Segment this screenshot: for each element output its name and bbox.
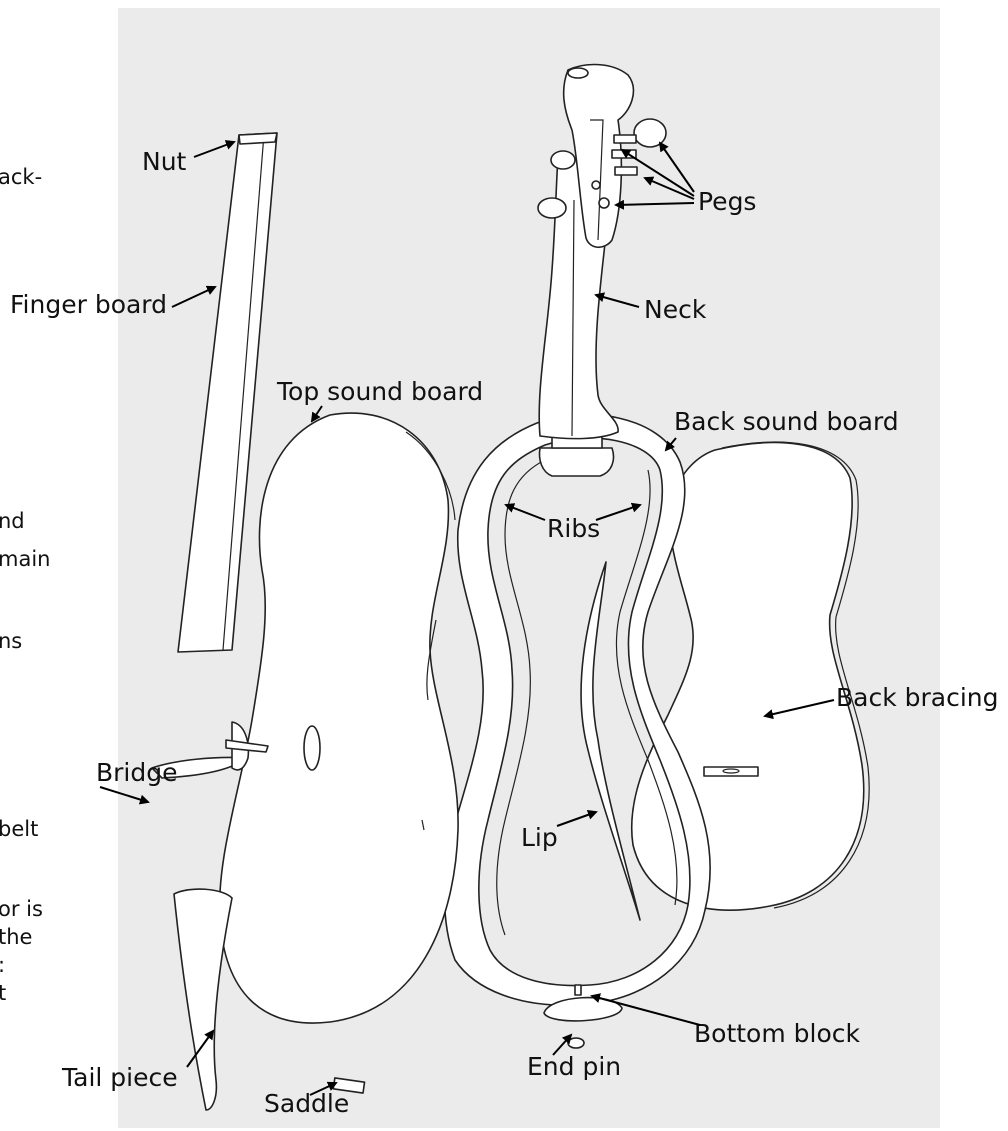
- back-bracing-part: [704, 767, 758, 776]
- label-bridge: Bridge: [96, 758, 178, 787]
- peg-2: [551, 151, 575, 169]
- label-back-sound-board: Back sound board: [674, 407, 899, 436]
- label-top-sound-board: Top sound board: [276, 377, 483, 406]
- label-nut: Nut: [142, 147, 187, 176]
- end-pin-part: [568, 1038, 584, 1048]
- label-bottom-block: Bottom block: [694, 1019, 861, 1048]
- label-lip: Lip: [521, 823, 558, 852]
- label-tail-piece: Tail piece: [61, 1063, 178, 1092]
- peg-3: [538, 198, 566, 218]
- label-back-bracing: Back bracing: [836, 683, 999, 712]
- label-pegs: Pegs: [698, 187, 756, 216]
- label-ribs: Ribs: [547, 514, 600, 543]
- label-end-pin: End pin: [527, 1052, 621, 1081]
- label-saddle: Saddle: [264, 1089, 349, 1118]
- label-neck: Neck: [644, 295, 707, 324]
- label-finger-board: Finger board: [10, 290, 167, 319]
- peg-1: [634, 119, 666, 147]
